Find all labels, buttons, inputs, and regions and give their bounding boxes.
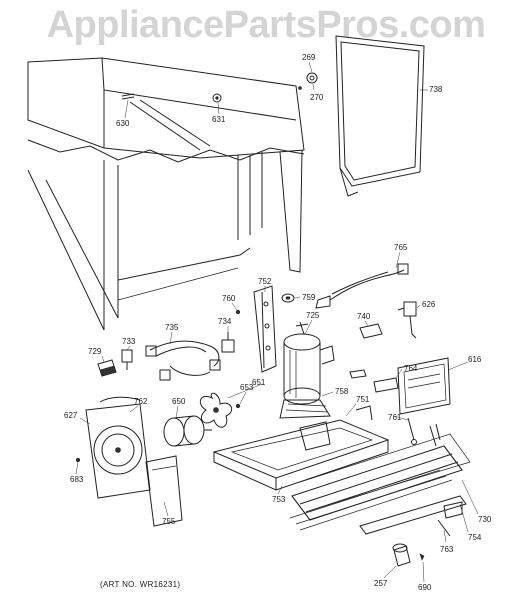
label-729: 729 <box>88 347 102 356</box>
cabinet <box>27 57 318 331</box>
part-740 <box>359 323 383 339</box>
label-270: 270 <box>310 93 324 102</box>
label-758: 758 <box>335 387 349 396</box>
label-763: 763 <box>440 545 454 554</box>
part-labels: 269 270 738 630 631 765 752 760 759 626 … <box>64 53 492 592</box>
label-730: 730 <box>478 515 492 524</box>
label-269: 269 <box>302 53 316 62</box>
bracket-752 <box>235 285 277 373</box>
fan-housing-627 <box>75 396 183 527</box>
part-733 <box>121 349 133 370</box>
label-760: 760 <box>222 294 236 303</box>
watermark: AppliancePartsPros.com <box>46 4 486 46</box>
plate-616 <box>349 357 451 415</box>
compressor-725 <box>283 321 335 405</box>
part-734 <box>221 332 235 353</box>
label-761: 761 <box>388 413 402 422</box>
label-755: 755 <box>162 517 176 526</box>
label-630: 630 <box>116 119 130 128</box>
label-764: 764 <box>404 364 418 373</box>
leader-lines <box>75 61 479 583</box>
fan-blade-651 <box>199 392 233 428</box>
part-626 <box>397 301 417 339</box>
label-734: 734 <box>218 317 232 326</box>
fan-motor-650 <box>163 415 212 447</box>
base-pan-751 <box>212 405 390 491</box>
part-653 <box>235 403 241 409</box>
bracket-754 <box>359 495 467 537</box>
label-650: 650 <box>172 397 186 406</box>
label-762: 762 <box>134 397 148 406</box>
harness-735 <box>145 340 221 381</box>
part-690 <box>419 553 425 561</box>
door-gasket <box>335 35 425 197</box>
wire-harness-765 <box>315 263 409 309</box>
art-number: (ART NO. WR16231) <box>100 580 181 589</box>
label-735: 735 <box>165 323 179 332</box>
label-257: 257 <box>374 579 388 588</box>
label-725: 725 <box>306 311 320 320</box>
label-653: 653 <box>240 383 254 392</box>
label-627: 627 <box>64 411 78 420</box>
label-683: 683 <box>70 475 84 484</box>
label-631: 631 <box>212 115 226 124</box>
label-752: 752 <box>258 277 272 286</box>
motor-mount-758 <box>279 399 331 419</box>
label-651: 651 <box>252 378 266 387</box>
label-753: 753 <box>272 495 286 504</box>
part-729 <box>97 359 117 377</box>
label-626: 626 <box>422 300 436 309</box>
label-738: 738 <box>429 85 443 94</box>
condenser-coil-730 <box>289 423 471 531</box>
part-761 <box>407 417 417 445</box>
label-733: 733 <box>122 337 136 346</box>
label-740: 740 <box>357 312 371 321</box>
label-765: 765 <box>394 243 408 252</box>
label-754: 754 <box>468 533 482 542</box>
label-759: 759 <box>302 293 316 302</box>
label-751: 751 <box>356 395 370 404</box>
label-690: 690 <box>418 583 432 592</box>
label-616: 616 <box>468 355 482 364</box>
part-257 <box>392 543 411 567</box>
part-759 <box>281 293 295 303</box>
